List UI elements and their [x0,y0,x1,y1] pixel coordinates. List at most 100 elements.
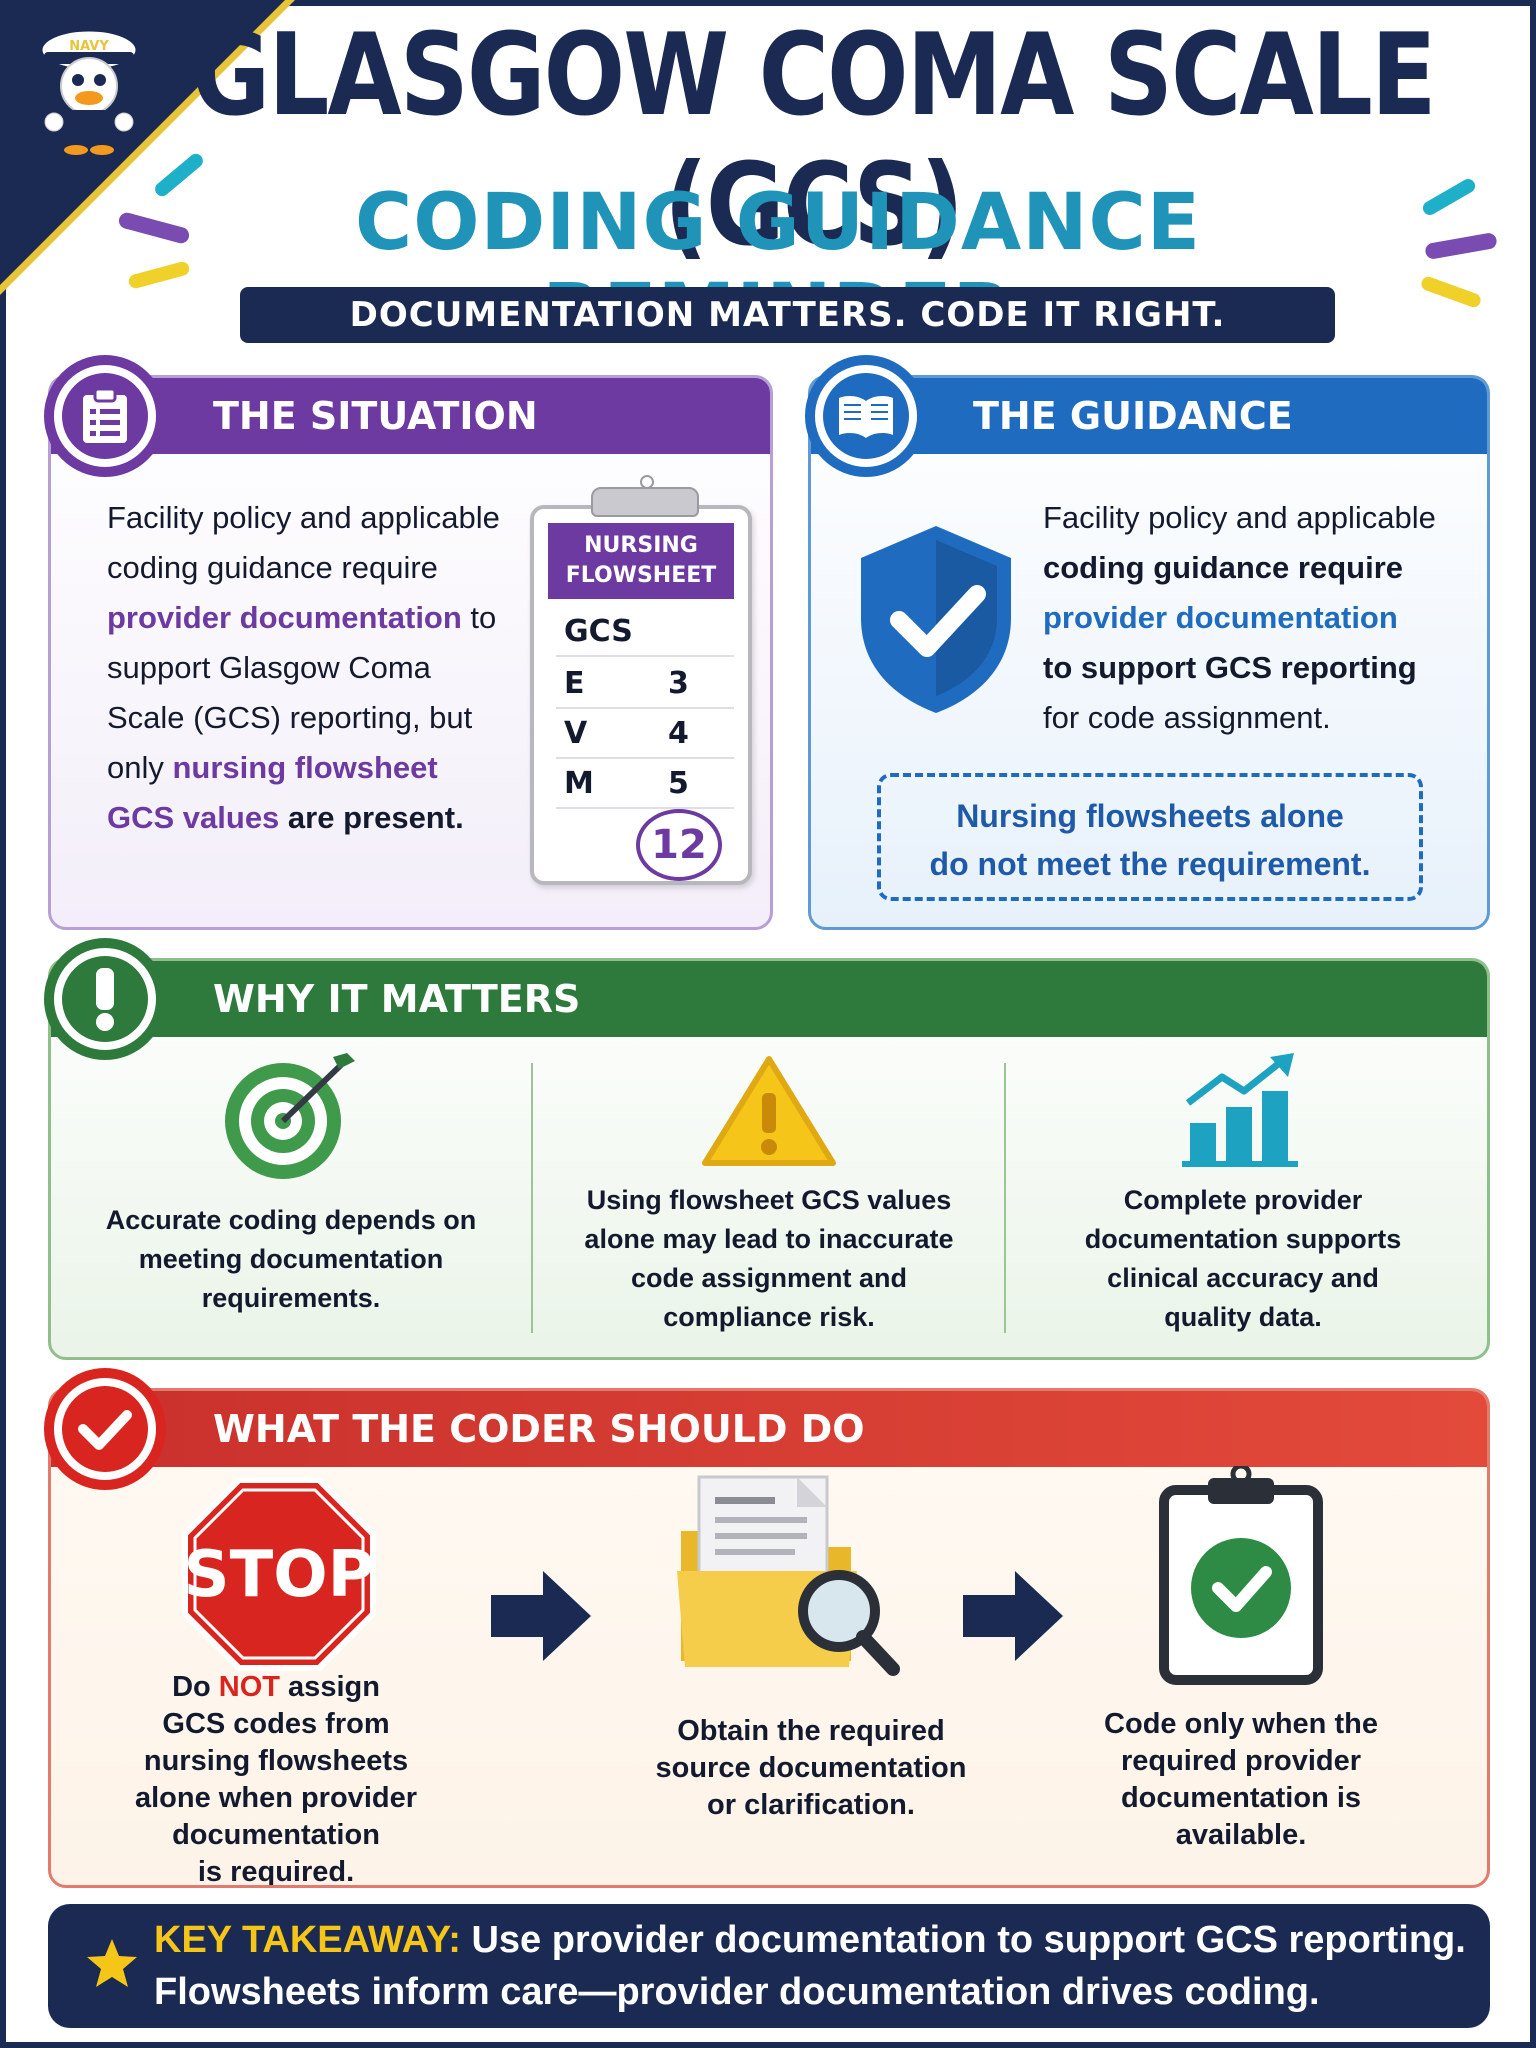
situation-badge [44,355,166,477]
why-item-line: Accurate coding depends on [105,1205,477,1235]
why-item-line: alone may lead to inaccurate [584,1224,954,1254]
nursing-flowsheet-clipboard: NURSING FLOWSHEET GCS E 3 V 4 M 5 12 [530,475,752,885]
column-divider [531,1063,533,1333]
coder-step1-text: Do NOT assign GCS codes from nursing flo… [111,1669,441,1888]
guidance-text: Facility policy and applicable coding gu… [1043,493,1463,743]
duck-mascot-icon: NAVY [39,28,139,155]
why-it-matters-card: WHY IT MATTERS Accurate coding depends o… [48,958,1490,1360]
flowsheet-total: 12 [636,809,722,881]
coder-step-text: assign [280,1671,380,1703]
coder-step1-not: NOT [218,1671,280,1703]
why-item-line: clinical accuracy and [1107,1263,1379,1293]
stop-sign-text: STOP [183,1538,374,1612]
coder-step-text: Do [172,1671,219,1703]
guidance-text-part: Facility policy and applicable [1043,500,1436,535]
why-item-line: Complete provider [1123,1185,1363,1215]
flowsheet-row-value: 4 [668,716,689,751]
guidance-highlight-provider: provider documentation [1043,600,1398,635]
situation-text: Facility policy and applicable coding gu… [107,493,507,843]
flowsheet-row-key: V [564,716,588,751]
flowsheet-header: NURSING FLOWSHEET [548,523,734,599]
coder-step3-text: Code only when the required provider doc… [1051,1706,1431,1854]
guidance-note-line2: do not meet the requirement. [929,846,1371,882]
coder-step-text: available. [1175,1819,1307,1851]
why-badge [44,938,166,1060]
guidance-text-part: for code assignment. [1043,700,1331,735]
takeaway-line1: Use provider documentation to support GC… [460,1919,1466,1961]
why-item: Complete provider documentation supports… [1033,1051,1453,1351]
situation-text-part: are present. [279,800,464,835]
check-icon [62,1386,148,1472]
why-item-line: documentation supports [1084,1224,1402,1254]
coder-actions-card: WHAT THE CODER SHOULD DO STOP Do NOT ass… [48,1388,1490,1888]
guidance-text-part: to support GCS reporting [1043,650,1417,685]
star-icon [87,1939,137,1987]
situation-text-part: Facility policy and applicable coding gu… [107,500,500,585]
folder-search-icon [677,1475,900,1676]
coder-step-text: documentation is [1120,1782,1362,1814]
flowsheet-row-value: 5 [668,766,689,801]
coder-step-text: source documentation [655,1752,967,1784]
tagline-banner: DOCUMENTATION MATTERS. CODE IT RIGHT. [240,287,1335,343]
shield-check-icon [861,526,1011,713]
why-item-line: code assignment and [630,1263,908,1293]
coder-step-text: Code only when the [1104,1708,1378,1740]
coder-step-text: or clarification. [707,1789,915,1821]
coder-step-text: is required. [197,1856,355,1888]
why-item-line: compliance risk. [663,1302,875,1332]
stop-sign-icon: STOP [182,1477,376,1671]
why-item-line: quality data. [1164,1302,1322,1332]
exclamation-icon [62,956,148,1042]
flowsheet-gcs-label: GCS [564,614,633,649]
flowsheet-row-key: E [564,666,585,701]
why-item-text: Complete provider documentation supports… [1033,1181,1453,1337]
coder-step-text: required provider [1120,1745,1362,1777]
guidance-text-part: coding guidance require [1043,550,1403,585]
guidance-note-line1: Nursing flowsheets alone [956,798,1344,834]
flowsheet-row-value: 3 [668,666,689,701]
arrow-right-icon [491,1571,591,1661]
bar-chart-icon [1182,1053,1298,1167]
arrow-right-icon [963,1571,1063,1661]
why-item: Using flowsheet GCS values alone may lea… [559,1051,979,1351]
clipboard-clip [591,475,699,517]
column-divider [1004,1063,1006,1333]
key-takeaway-banner: KEY TAKEAWAY: Use provider documentation… [48,1904,1490,2028]
coder-step-text: nursing flowsheets [143,1745,409,1777]
why-item-line: meeting documentation [138,1244,444,1274]
coder-step2-text: Obtain the required source documentation… [591,1713,1031,1824]
coder-heading: WHAT THE CODER SHOULD DO [51,1391,1487,1467]
coder-step-text: documentation [172,1819,380,1851]
target-icon [225,1053,355,1179]
page-title: GLASGOW COMA SCALE (GCS) [191,9,1436,271]
open-book-icon [823,373,909,459]
warning-icon [702,1056,836,1166]
guidance-badge [805,355,927,477]
clipboard-list-icon [62,373,148,459]
flowsheet-gcs-label-row: GCS [556,607,734,657]
clipboard-check-icon [1159,1466,1323,1685]
coder-badge [44,1368,166,1490]
flowsheet-row: V 4 [556,709,734,759]
coder-step-text: alone when provider [135,1782,417,1814]
mascot-hat-text: NAVY [69,39,109,54]
situation-highlight-flowsheet: nursing flowsheet GCS values [107,750,438,835]
situation-text-part: to support Glasgow Coma Scale (GCS) repo… [107,600,497,785]
coder-step-text: Obtain the required [677,1715,945,1747]
flowsheet-row: M 5 [556,759,734,809]
why-heading: WHY IT MATTERS [51,961,1487,1037]
guidance-card: THE GUIDANCE Facility policy and applica… [808,375,1490,930]
situation-heading: THE SITUATION [51,378,770,454]
situation-highlight-provider: provider documentation [107,600,462,635]
why-item: Accurate coding depends on meeting docum… [81,1051,501,1351]
coder-step-text: GCS codes from [162,1708,390,1740]
takeaway-line2: Flowsheets inform care—provider document… [154,1971,1320,2013]
why-item-text: Using flowsheet GCS values alone may lea… [559,1181,979,1337]
flowsheet-row: E 3 [556,659,734,709]
flowsheet-row-key: M [564,766,594,801]
flowsheet-header-line1: NURSING [584,533,698,558]
flowsheet-header-line2: FLOWSHEET [565,563,717,588]
why-item-line: Using flowsheet GCS values [586,1185,952,1215]
guidance-note-box: Nursing flowsheets alone do not meet the… [877,773,1423,901]
